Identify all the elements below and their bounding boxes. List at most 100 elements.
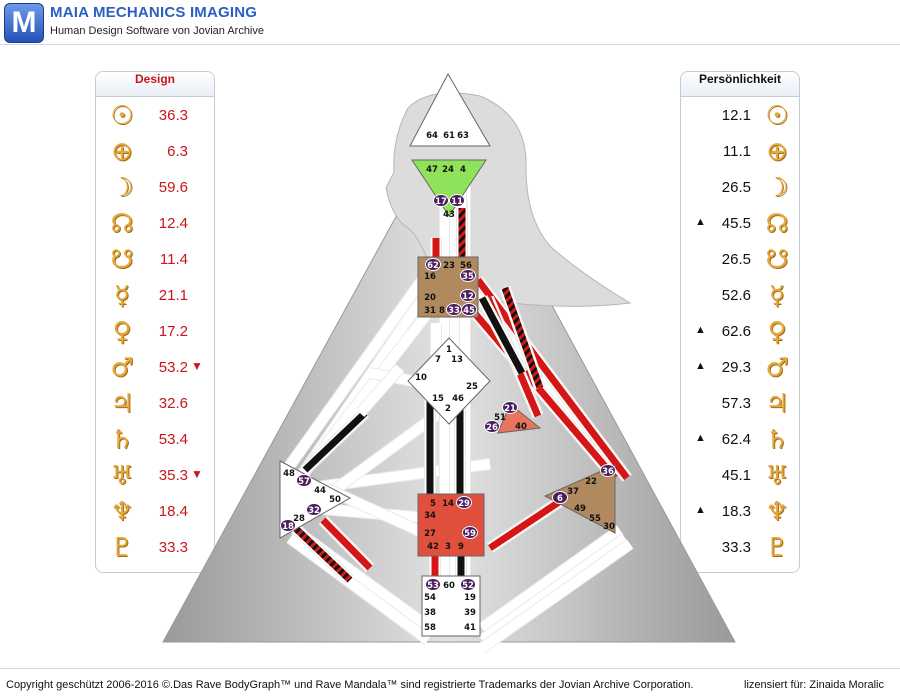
gate-badge bbox=[461, 303, 477, 316]
gate-number: 46 bbox=[452, 394, 464, 404]
app-subtitle: Human Design Software von Jovian Archive bbox=[50, 25, 264, 37]
gate-number: 58 bbox=[424, 623, 436, 633]
gate-number: 62 bbox=[427, 261, 439, 271]
personality-row: ♆18.3▲ bbox=[681, 494, 799, 530]
gate-number: 28 bbox=[293, 514, 305, 524]
personality-panel: Persönlichkeit ☉12.1⊕11.1☽26.5☊45.5▲☋26.… bbox=[680, 71, 800, 573]
gate-number: 3 bbox=[445, 542, 451, 552]
spleen-root-18-58-channel-active bbox=[287, 520, 353, 583]
moon-icon: ☽ bbox=[110, 173, 134, 203]
mercury-icon: ☿ bbox=[769, 281, 785, 311]
earth-icon: ⊕ bbox=[766, 137, 788, 167]
design-value: 35.3 bbox=[158, 467, 188, 484]
gate-number: 27 bbox=[424, 529, 436, 539]
personality-value: 26.5 bbox=[721, 251, 751, 268]
gate-number: 38 bbox=[424, 608, 436, 618]
up-arrow-icon: ▲ bbox=[695, 504, 706, 516]
personality-value: 52.6 bbox=[721, 287, 751, 304]
personality-row: ♇33.3 bbox=[681, 530, 799, 566]
personality-value: 45.5 bbox=[721, 215, 751, 232]
personality-value: 45.1 bbox=[721, 467, 751, 484]
pluto-icon: ♇ bbox=[765, 533, 789, 563]
solar-plexus-center bbox=[543, 464, 616, 534]
personality-row: ☊45.5▲ bbox=[681, 206, 799, 242]
outer-left-top-2-channel-core bbox=[283, 277, 427, 471]
personality-value: 62.4 bbox=[721, 431, 751, 448]
gate-number: 57 bbox=[298, 477, 310, 487]
design-row: ☋11.4 bbox=[96, 242, 214, 278]
design-row: ♃32.6 bbox=[96, 386, 214, 422]
gate-number: 16 bbox=[424, 272, 436, 282]
gate-number: 42 bbox=[427, 542, 439, 552]
design-value: 53.4 bbox=[158, 431, 188, 448]
down-arrow-icon: ▼ bbox=[191, 359, 203, 373]
gate-badge bbox=[449, 194, 465, 207]
pluto-icon: ♇ bbox=[110, 533, 134, 563]
gate-badge bbox=[425, 258, 441, 271]
gate-number: 49 bbox=[574, 504, 586, 514]
design-row: ♇ 33.3 bbox=[96, 530, 214, 566]
gate-number: 35 bbox=[462, 272, 474, 282]
personality-value: 26.5 bbox=[721, 179, 751, 196]
design-value: 12.4 bbox=[158, 215, 188, 232]
gate-badge bbox=[484, 420, 500, 433]
sacral-solar-59-6-channel-active bbox=[488, 495, 567, 551]
gate-number: 18 bbox=[282, 522, 294, 532]
gate-badge bbox=[460, 269, 476, 282]
sacral-center bbox=[417, 493, 485, 557]
gate-number: 63 bbox=[457, 131, 469, 141]
gate-number: 47 bbox=[426, 165, 438, 175]
personality-value: 12.1 bbox=[721, 107, 751, 124]
mars-icon: ♂ bbox=[110, 353, 134, 383]
ajna-center bbox=[411, 159, 487, 217]
gate-badge bbox=[456, 496, 472, 509]
moon-icon: ☽ bbox=[765, 173, 789, 203]
gate-number: 21 bbox=[504, 404, 516, 414]
g-left-link-channel-core bbox=[356, 364, 404, 417]
gate-number: 30 bbox=[603, 522, 615, 532]
gate-number: 14 bbox=[442, 499, 454, 509]
gate-badge bbox=[306, 503, 322, 516]
neptune-icon: ♆ bbox=[110, 497, 134, 527]
gate-number: 24 bbox=[442, 165, 454, 175]
personality-row: ♂29.3▲ bbox=[681, 350, 799, 386]
up-arrow-icon: ▲ bbox=[695, 432, 706, 444]
gate-number: 54 bbox=[424, 593, 436, 603]
solar-root-1-channel-core bbox=[479, 525, 623, 633]
gate-number: 17 bbox=[435, 197, 447, 207]
gate-number: 33 bbox=[448, 306, 460, 316]
down-arrow-icon: ▼ bbox=[191, 467, 203, 481]
gate-number: 15 bbox=[432, 394, 444, 404]
gate-number: 12 bbox=[462, 292, 474, 302]
personality-panel-title: Persönlichkeit bbox=[681, 72, 799, 97]
gate-number: 13 bbox=[451, 355, 463, 365]
gate-number: 6 bbox=[557, 494, 563, 504]
footer: Copyright geschützt 2006-2016 ©.Das Rave… bbox=[0, 668, 900, 700]
gate-number: 32 bbox=[308, 506, 320, 516]
solar-throat-12-22-channel-active bbox=[469, 307, 618, 481]
personality-row: ☿ 52.6 bbox=[681, 278, 799, 314]
throat-heart-45-21-p-channel-active bbox=[478, 296, 526, 375]
gate-number: 50 bbox=[329, 495, 341, 505]
design-row: ⊕6.3 bbox=[96, 134, 214, 170]
gate-number: 9 bbox=[458, 542, 464, 552]
gate-badge bbox=[502, 401, 518, 414]
gate-number: 51 bbox=[494, 413, 506, 423]
license-text: lizensiert für: Zinaida Moralic bbox=[744, 679, 884, 691]
design-value: 33.3 bbox=[158, 539, 188, 556]
gate-number: 22 bbox=[585, 477, 597, 487]
centers bbox=[279, 72, 616, 637]
head-center bbox=[409, 72, 491, 147]
earth-icon: ⊕ bbox=[111, 137, 133, 167]
gate-number: 45 bbox=[463, 306, 475, 316]
design-row: ♆18.4 bbox=[96, 494, 214, 530]
personality-row: ♄ 62.4 ▲ bbox=[681, 422, 799, 458]
gate-number: 64 bbox=[426, 131, 438, 141]
gate-number: 4 bbox=[460, 165, 466, 175]
gate-number: 11 bbox=[451, 197, 463, 207]
gate-number: 41 bbox=[464, 623, 476, 633]
gate-number: 5 bbox=[430, 499, 436, 509]
saturn-icon: ♄ bbox=[765, 425, 789, 455]
uranus-icon: ♅ bbox=[765, 461, 789, 491]
